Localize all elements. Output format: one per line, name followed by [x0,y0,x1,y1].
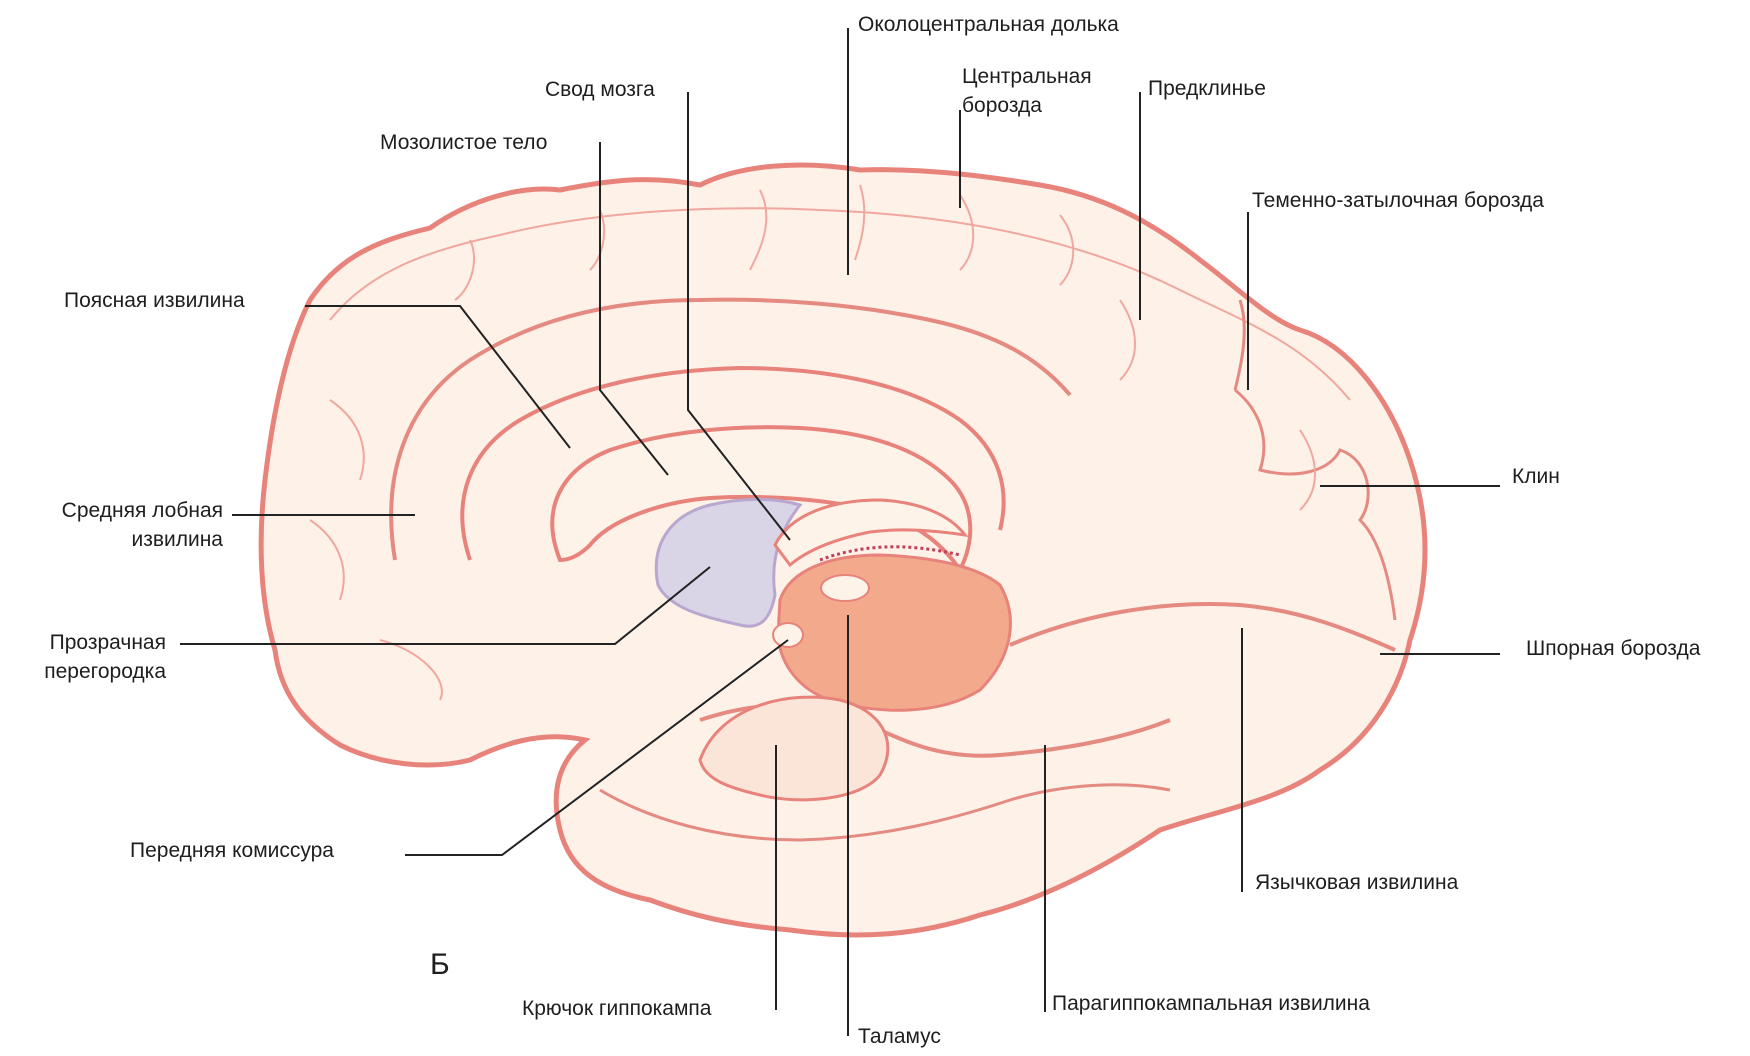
label-septum-pellucidum: Прозрачная перегородка [4,628,166,686]
label-anterior-commissure: Передняя комиссура [130,836,334,865]
label-calcarine-sulcus: Шпорная борозда [1526,634,1700,663]
label-middle-frontal-gyrus: Средняя лобная извилина [18,496,223,554]
label-cingulate-gyrus: Поясная извилина [64,286,245,315]
label-cuneus: Клин [1512,462,1560,491]
label-precuneus: Предклинье [1148,74,1266,103]
label-corpus-callosum: Мозолистое тело [380,128,547,157]
label-thalamus: Таламус [858,1022,941,1051]
label-uncus: Крючок гиппокампа [522,994,711,1023]
interthalamic-adhesion [821,575,869,601]
label-paracentral-lobule: Околоцентральная долька [858,10,1119,39]
label-lingual-gyrus: Язычковая извилина [1255,868,1458,897]
label-fornix: Свод мозга [545,75,655,104]
label-parieto-occipital-sulcus: Теменно-затылочная борозда [1252,186,1544,215]
panel-letter: Б [430,948,450,982]
label-parahippocampal-gyrus: Парагиппокампальная извилина [1052,989,1370,1018]
anterior-commissure-shape [773,623,803,647]
label-central-sulcus: Центральная борозда [962,62,1092,120]
thalamus [778,555,1010,710]
cerebral-hemisphere [261,165,1425,935]
